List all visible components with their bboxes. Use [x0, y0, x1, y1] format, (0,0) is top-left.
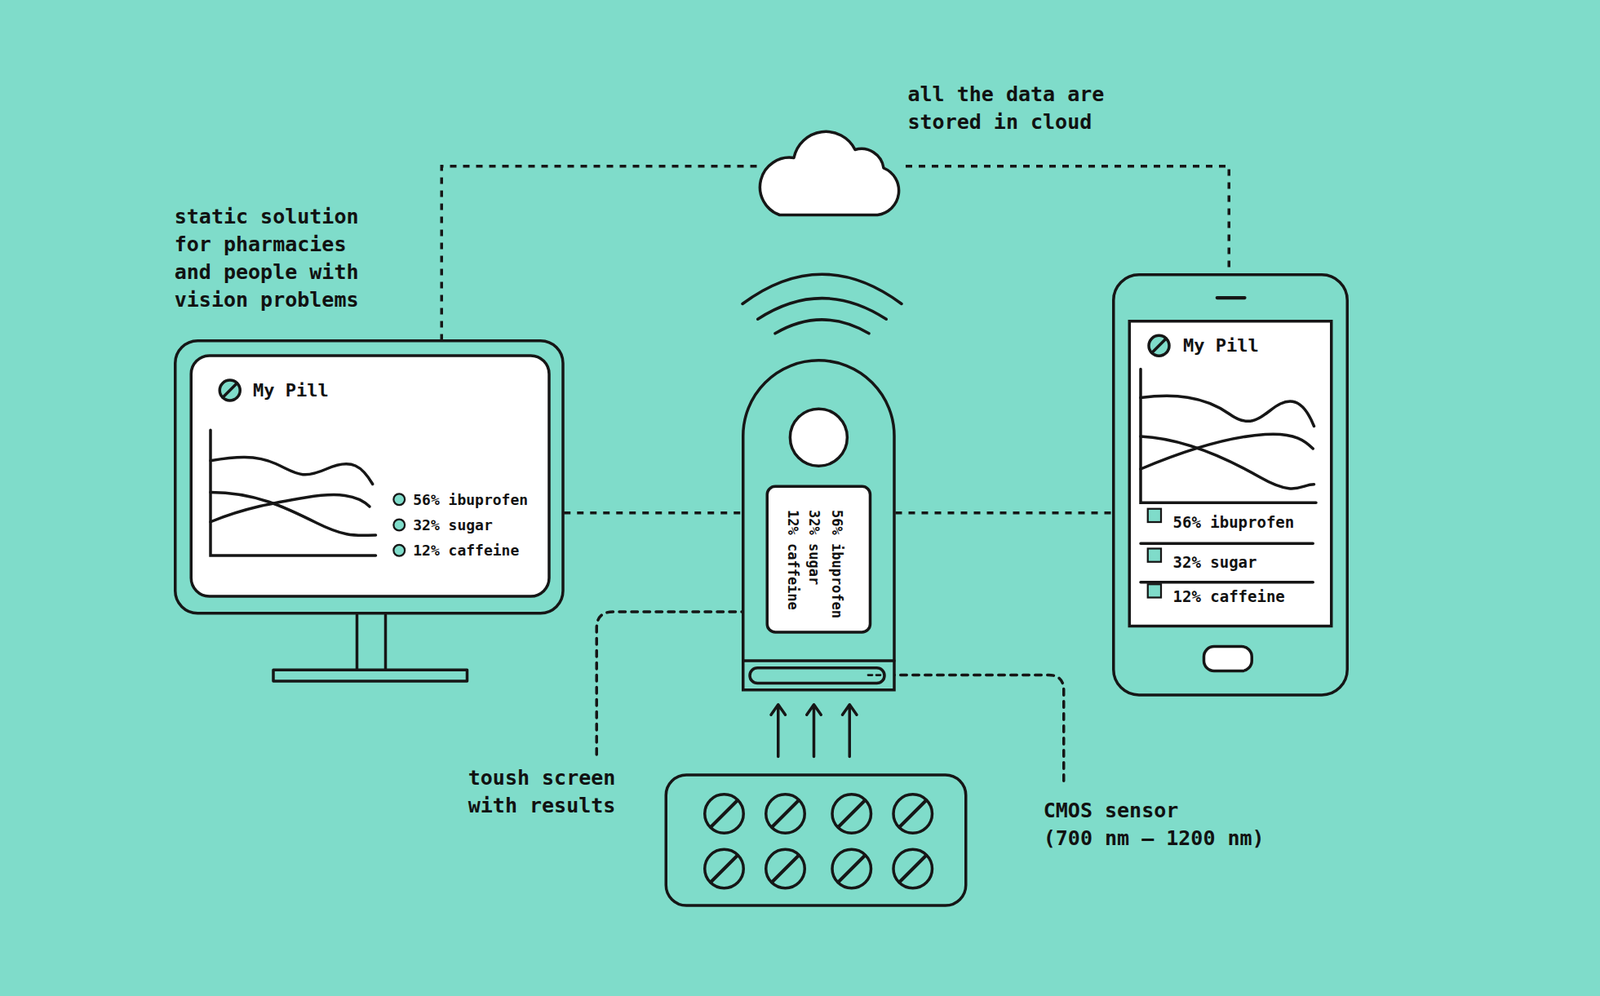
- dashed-connector: [895, 511, 1113, 515]
- pill-score: [710, 800, 738, 828]
- blister-pack: [665, 775, 967, 906]
- scan-arrows: [771, 704, 857, 758]
- pill-outline: [704, 849, 745, 889]
- phone-node: My Pill 56% ibuprofen 32% sugar 12% caffein…: [1112, 273, 1349, 697]
- pill: [704, 794, 745, 834]
- scan-arrow: [806, 704, 822, 758]
- line-chart: [1140, 369, 1317, 583]
- pill-score: [771, 855, 799, 883]
- result-item: 12% caffeine: [783, 509, 803, 611]
- monitor-stand: [273, 615, 468, 682]
- wifi-arc: [775, 319, 869, 334]
- scan-arrow: [771, 704, 786, 758]
- wifi-symbol: [742, 274, 902, 333]
- cloud-node: all the data are stored in cloud: [757, 119, 907, 218]
- line-chart: [210, 430, 377, 557]
- result-item: 12% caffeine: [1173, 585, 1286, 608]
- pill-outline: [704, 794, 745, 834]
- pill: [893, 794, 933, 834]
- pill-icon: [1148, 335, 1170, 356]
- monitor-shape: [173, 339, 565, 616]
- leader-line: [888, 675, 1064, 783]
- pill: [704, 849, 745, 889]
- cloud-shape: [757, 119, 907, 218]
- result-item: 32% sugar: [1173, 551, 1258, 573]
- pill-outline: [893, 849, 933, 889]
- leader-line: [596, 611, 764, 755]
- legend-squares: [1147, 509, 1161, 599]
- pill-icon: [219, 380, 240, 401]
- dimension-label: (700 nm – 1200 nm): [1043, 824, 1265, 853]
- legend-dots: [393, 494, 405, 557]
- pill-outline: [832, 849, 872, 889]
- pill-score: [710, 855, 738, 883]
- pill: [893, 849, 933, 889]
- callout-label: CMOS sensor: [1043, 797, 1179, 825]
- pill-score: [899, 800, 927, 828]
- pill: [766, 849, 805, 889]
- app-title: My Pill: [252, 378, 329, 404]
- result-item: 56% ibuprofen: [827, 509, 847, 619]
- pill-outline: [893, 794, 933, 834]
- pill-score: [771, 800, 799, 828]
- pill: [766, 794, 805, 834]
- pill-score: [899, 855, 927, 883]
- pill-outline: [766, 794, 805, 834]
- monitor-base: [273, 669, 468, 682]
- result-item: 32% sugar: [804, 509, 824, 586]
- dashed-connector: [563, 511, 742, 515]
- cloud-caption: all the data are stored in cloud: [908, 80, 1137, 137]
- result-item: 32% sugar: [412, 515, 493, 536]
- monitor-neck: [357, 615, 386, 671]
- result-item: 56% ibuprofen: [1173, 511, 1295, 533]
- dashed-connector: [441, 166, 757, 341]
- monitor-node: static solution for pharmacies and peopl…: [173, 339, 565, 616]
- dashed-connector: [905, 166, 1229, 274]
- callout-label: toush screen with results: [468, 764, 648, 820]
- pill-score: [838, 800, 866, 828]
- pill-outline: [766, 849, 805, 889]
- blister-outline: [665, 775, 967, 906]
- scan-arrow: [842, 704, 858, 758]
- monitor-caption: static solution for pharmacies and peopl…: [174, 203, 379, 315]
- pill-outline: [832, 794, 872, 834]
- result-item: 56% ibuprofen: [412, 490, 528, 510]
- result-item: 12% caffeine: [412, 540, 519, 561]
- app-title: My Pill: [1183, 333, 1259, 359]
- pill-score: [838, 855, 866, 883]
- pill: [832, 794, 872, 834]
- wifi-arc: [757, 298, 887, 320]
- scanner-node: 56% ibuprofen32% sugar12% caffeine: [741, 359, 896, 692]
- pill: [832, 849, 872, 889]
